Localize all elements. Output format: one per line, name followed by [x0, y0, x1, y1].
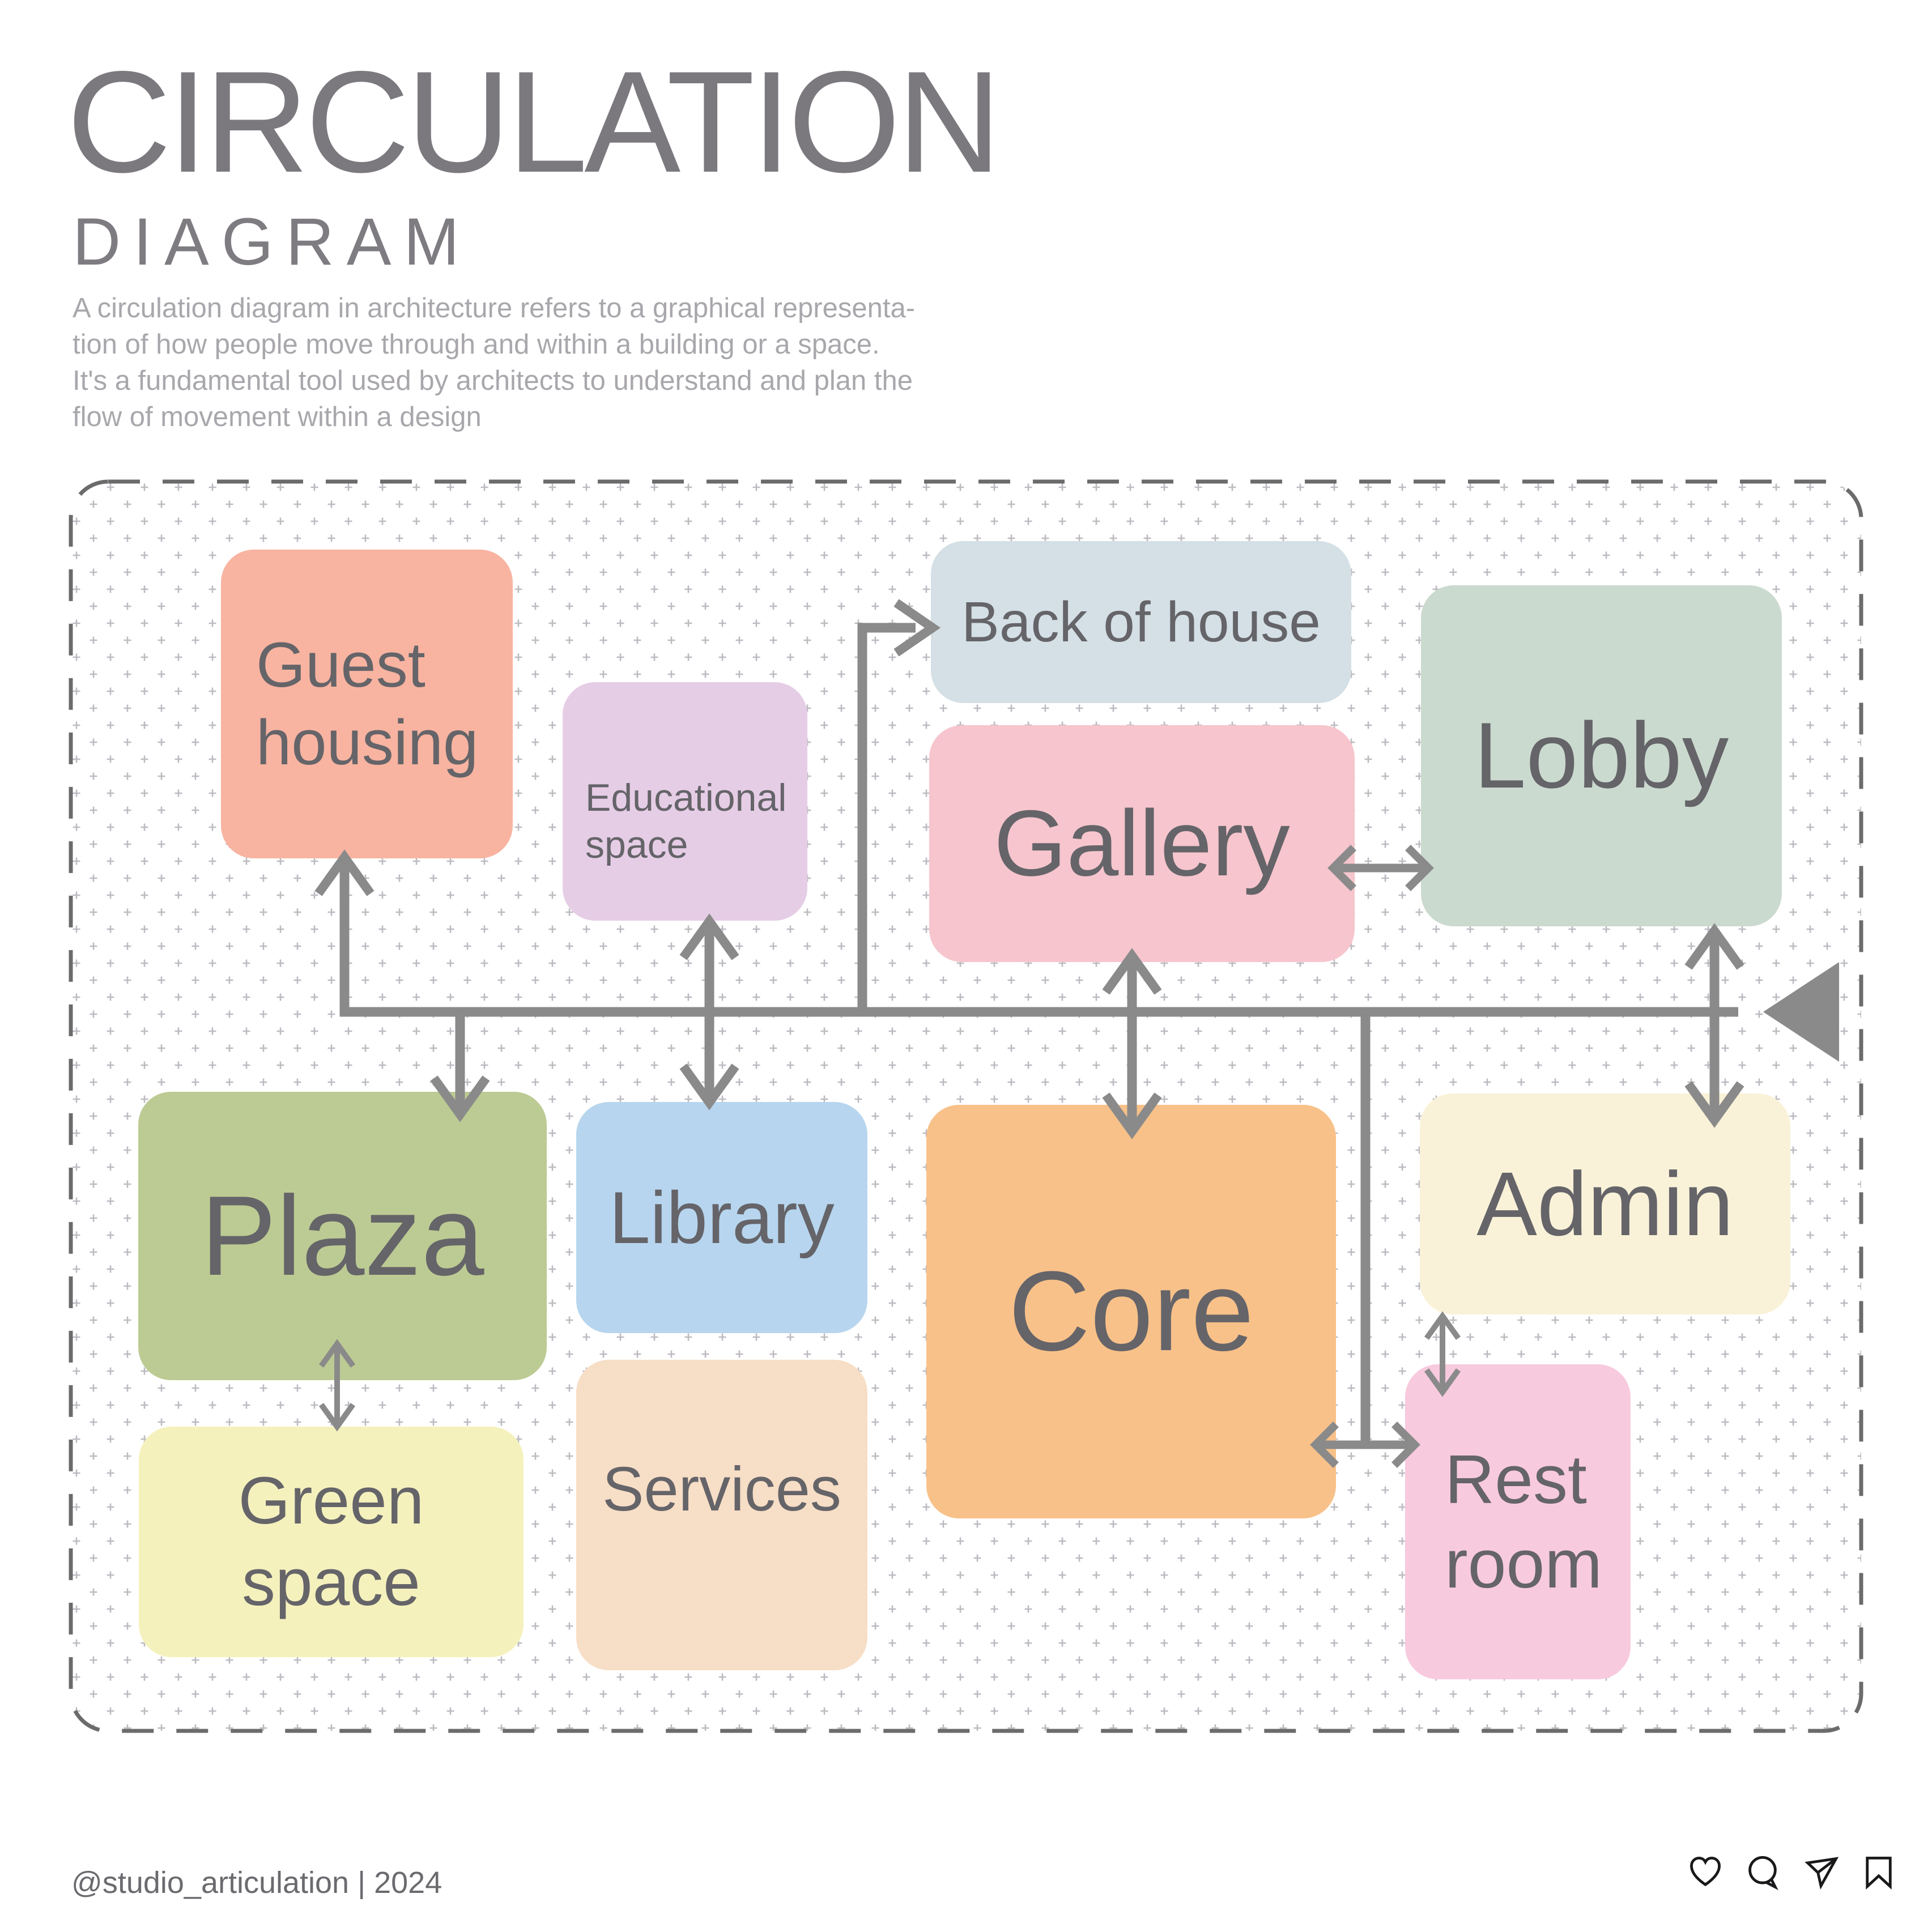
node-label: Educational	[585, 776, 787, 819]
node-label: space	[242, 1544, 420, 1620]
node-label: Green	[238, 1463, 424, 1538]
description: A circulation diagram in architecture re…	[73, 290, 915, 435]
node-rest-room: Rest room	[1405, 1364, 1631, 1679]
node-label: Rest	[1445, 1441, 1587, 1518]
description-line: It's a fundamental tool used by architec…	[73, 365, 913, 396]
node-green-space: Green space	[139, 1427, 524, 1657]
heart-icon	[1690, 1857, 1721, 1887]
credit-text: @studio_articulation | 2024	[71, 1866, 442, 1900]
node-plaza: Plaza	[138, 1092, 547, 1380]
bookmark-icon	[1866, 1857, 1892, 1890]
node-label: Services	[602, 1454, 841, 1524]
node-label: Gallery	[994, 791, 1290, 896]
node-back-of-house: Back of house	[931, 541, 1351, 703]
node-label: housing	[256, 707, 479, 778]
node-gallery: Gallery	[929, 725, 1355, 962]
node-label: Lobby	[1474, 703, 1729, 808]
description-line: tion of how people move through and with…	[73, 329, 880, 360]
node-guest-housing: Guest housing	[221, 550, 513, 858]
node-label: Back of house	[961, 590, 1321, 654]
node-label: Guest	[256, 629, 425, 700]
node-label: Library	[609, 1176, 835, 1259]
node-core: Core	[926, 1105, 1336, 1518]
node-label: Admin	[1476, 1153, 1734, 1255]
description-line: flow of movement within a design	[73, 402, 482, 432]
node-label: Plaza	[201, 1172, 484, 1299]
description-line: A circulation diagram in architecture re…	[73, 293, 916, 324]
node-label: room	[1445, 1525, 1602, 1602]
page-subtitle: DIAGRAM	[73, 205, 472, 279]
page-title: CIRCULATION	[67, 41, 1002, 203]
comment-icon	[1748, 1856, 1778, 1890]
node-lobby: Lobby	[1421, 585, 1782, 926]
node-educational-space: Educational space	[563, 682, 807, 921]
node-label: Core	[1008, 1248, 1254, 1374]
panel-dashed-border	[69, 479, 1863, 1733]
node-admin: Admin	[1420, 1093, 1790, 1314]
share-icon	[1805, 1857, 1839, 1890]
social-icons	[1687, 1854, 1897, 1890]
node-library: Library	[576, 1102, 867, 1333]
node-services: Services	[576, 1360, 867, 1670]
node-label: space	[585, 823, 688, 866]
diagram-panel: Guest housing Educational space Back of …	[68, 479, 1864, 1734]
